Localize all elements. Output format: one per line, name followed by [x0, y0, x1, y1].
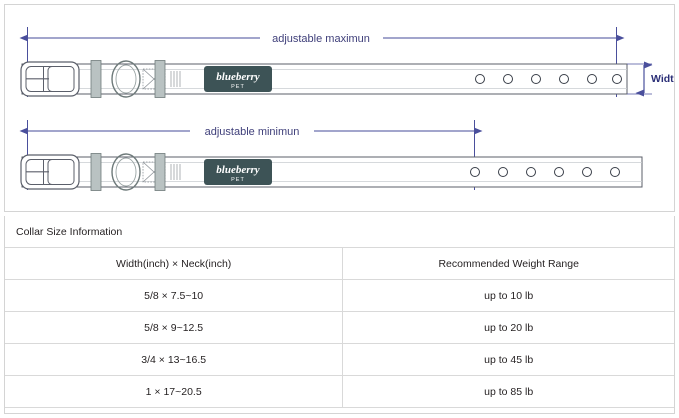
cell-weight: up to 85 lb — [342, 375, 674, 408]
label-width: Width — [651, 73, 674, 85]
column-header-size: Width(inch) × Neck(inch) — [5, 247, 343, 280]
upper-brand-patch: blueberry PET — [204, 66, 272, 92]
lower-keeper-loop-1 — [90, 153, 102, 191]
table-row: 1 × 17~20.5 up to 85 lb — [5, 375, 674, 408]
brand-patch-bg — [204, 66, 272, 92]
label-adjustable-maximum: adjustable maximun — [272, 33, 370, 45]
upper-strap-texture — [170, 71, 181, 87]
brand-name: blueberry — [216, 71, 260, 83]
cell-size: 3/4 × 13~16.5 — [5, 343, 343, 376]
brand-name: blueberry — [216, 164, 260, 176]
collar-size-table-panel: Collar Size Information Width(inch) × Ne… — [4, 216, 675, 418]
collar-hole — [612, 74, 622, 84]
upper-keeper-loop-2 — [154, 60, 166, 98]
table-caption: Collar Size Information — [16, 225, 123, 238]
lower-collar-holes — [470, 167, 620, 177]
cell-weight: up to 10 lb — [342, 279, 674, 312]
collar-hole — [531, 74, 541, 84]
cell-size: 5/8 × 9~12.5 — [5, 311, 343, 344]
lower-buckle — [20, 154, 80, 190]
upper-collar-holes — [475, 74, 622, 84]
lower-brand-patch: blueberry PET — [204, 159, 272, 185]
collar-size-table: Collar Size Information Width(inch) × Ne… — [5, 216, 674, 418]
table-row: 5/8 × 9~12.5 up to 20 lb — [5, 311, 674, 344]
table-row: 5/8 × 7.5~10 up to 10 lb — [5, 279, 674, 312]
lower-strap-body — [21, 156, 643, 188]
table-row: 3/4 × 13~16.5 up to 45 lb — [5, 343, 674, 376]
table-caption-row: Collar Size Information — [5, 216, 674, 248]
brand-patch-bg — [204, 159, 272, 185]
collar-diagram-svg: adjustable maximun — [19, 27, 674, 191]
cell-weight: up to 45 lb — [342, 343, 674, 376]
collar-hole — [610, 167, 620, 177]
tips-text: Tips: Measure the circumference of pet's… — [5, 407, 674, 418]
upper-d-ring-outer — [111, 60, 141, 98]
collar-hole — [503, 74, 513, 84]
upper-d-ring-inner — [115, 64, 137, 94]
upper-collar-group: adjustable maximun — [19, 27, 674, 98]
upper-keeper-loop-1 — [90, 60, 102, 98]
width-dimension: Width — [627, 61, 674, 97]
column-header-weight: Recommended Weight Range — [342, 247, 674, 280]
lower-strap-texture — [170, 164, 181, 180]
collar-hole — [498, 167, 508, 177]
brand-sub: PET — [231, 84, 245, 90]
brand-sub: PET — [231, 177, 245, 183]
collar-hole — [587, 74, 597, 84]
upper-strap-body — [21, 63, 628, 95]
collar-hole — [526, 167, 536, 177]
lower-d-ring-inner — [115, 157, 137, 187]
collar-hole — [470, 167, 480, 177]
upper-buckle — [20, 61, 80, 97]
label-adjustable-minimum: adjustable minimun — [205, 126, 300, 138]
cell-size: 5/8 × 7.5~10 — [5, 279, 343, 312]
collar-diagram-panel: adjustable maximun — [4, 4, 675, 212]
lower-keeper-loop-2 — [154, 153, 166, 191]
lower-collar-group: adjustable minimun — [19, 120, 643, 191]
collar-hole — [559, 74, 569, 84]
lower-d-ring-outer — [111, 153, 141, 191]
table-header-row: Width(inch) × Neck(inch) Recommended Wei… — [5, 247, 674, 280]
table-tips-row: Tips: Measure the circumference of pet's… — [5, 407, 674, 418]
collar-hole — [554, 167, 564, 177]
collar-hole — [582, 167, 592, 177]
collar-hole — [475, 74, 485, 84]
cell-size: 1 × 17~20.5 — [5, 375, 343, 408]
cell-weight: up to 20 lb — [342, 311, 674, 344]
